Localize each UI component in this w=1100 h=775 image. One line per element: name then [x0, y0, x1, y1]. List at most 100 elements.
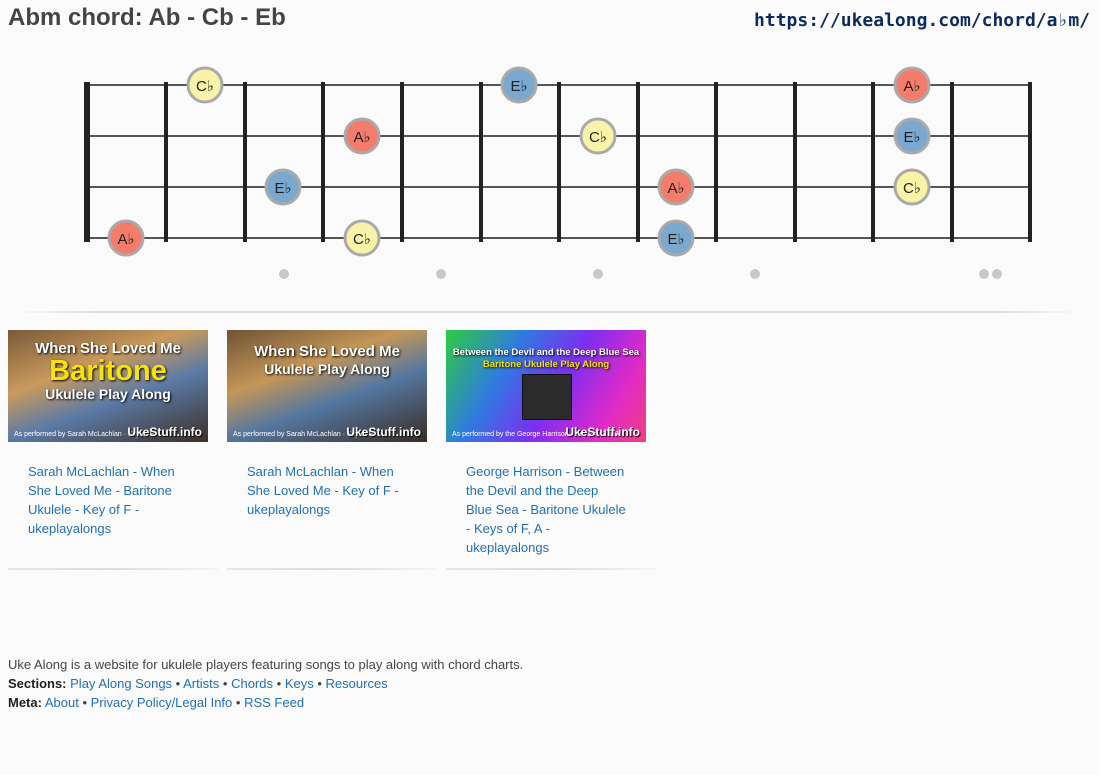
frets	[84, 82, 1032, 242]
fret-marker-dot	[979, 269, 989, 279]
footer-separator: •	[276, 676, 282, 691]
footer-meta: Meta: About • Privacy Policy/Legal Info …	[8, 693, 523, 712]
note-label: A♭	[117, 231, 134, 248]
fret-12	[1028, 82, 1032, 242]
fret-5	[479, 82, 483, 242]
note-marker	[186, 66, 224, 104]
site-footer: Uke Along is a website for ukulele playe…	[8, 655, 523, 712]
footer-link-privacy[interactable]: Privacy Policy/Legal Info	[90, 695, 233, 710]
fret-3	[321, 82, 325, 242]
note-label: E♭	[274, 180, 291, 197]
footer-separator: •	[222, 676, 228, 691]
footer-about: Uke Along is a website for ukulele playe…	[8, 657, 524, 672]
footer-link-about[interactable]: About	[44, 695, 79, 710]
note-eb: E♭	[657, 219, 695, 257]
thumbnail-subtitle: Ukulele Play Along	[264, 361, 390, 377]
footer-separator: •	[175, 676, 181, 691]
thumbnail-subtitle: Ukulele Play Along	[45, 386, 171, 402]
note-markers: C♭ E♭ A♭ A♭ C♭ E♭ E♭ A♭ C♭ A♭ C♭ E♭	[107, 66, 931, 257]
thumbnail-title-line: Between the Devil and the Deep Blue Sea	[452, 347, 640, 358]
video-thumbnail[interactable]: When She Loved Me Ukulele Play Along As …	[227, 330, 427, 442]
fret-marker-dot	[279, 269, 289, 279]
card-shadow	[227, 568, 437, 570]
thumbnail-brand: UkeStuff.info	[127, 425, 202, 439]
meta-label: Meta:	[8, 695, 42, 710]
note-eb: E♭	[893, 117, 931, 155]
fret-8	[714, 82, 718, 242]
fret-9	[793, 82, 797, 242]
note-label: C♭	[196, 78, 214, 95]
video-thumbnail[interactable]: When She Loved Me Baritone Ukulele Play …	[8, 330, 208, 442]
note-marker	[343, 219, 381, 257]
note-label: E♭	[667, 231, 684, 248]
fret-7	[636, 82, 640, 242]
card-shadow	[446, 568, 656, 570]
fret-marker-dot	[750, 269, 760, 279]
video-title-link[interactable]: Sarah McLachlan - When She Loved Me - Ke…	[247, 464, 399, 517]
footer-separator: •	[82, 695, 88, 710]
note-ab: A♭	[893, 66, 931, 104]
note-marker	[107, 219, 145, 257]
note-marker	[500, 66, 538, 104]
fret-6	[557, 82, 561, 242]
footer-link-artists[interactable]: Artists	[183, 676, 220, 691]
note-ab: A♭	[343, 117, 381, 155]
footer-link-chords[interactable]: Chords	[231, 676, 273, 691]
page-url-link[interactable]: https://ukealong.com/chord/a♭m/	[754, 10, 1090, 31]
thumbnail-credit: As performed by Sarah McLachlan · Key of…	[14, 431, 155, 438]
footer-link-rss[interactable]: RSS Feed	[244, 695, 305, 710]
thumbnail-title-line: When She Loved Me	[254, 343, 400, 360]
note-cb: C♭	[579, 117, 617, 155]
note-label: A♭	[353, 129, 370, 146]
footer-sections: Sections: Play Along Songs • Artists • C…	[8, 674, 523, 693]
note-marker	[893, 117, 931, 155]
note-marker	[657, 168, 695, 206]
fret-4	[400, 82, 404, 242]
fret-2	[243, 82, 247, 242]
video-card: When She Loved Me Ukulele Play Along As …	[227, 330, 437, 570]
note-ab: A♭	[107, 219, 145, 257]
footer-separator: •	[235, 695, 241, 710]
video-card: When She Loved Me Baritone Ukulele Play …	[8, 330, 218, 570]
footer-link-resources[interactable]: Resources	[325, 676, 388, 691]
note-marker	[893, 66, 931, 104]
video-thumbnail[interactable]: Between the Devil and the Deep Blue Sea …	[446, 330, 646, 442]
note-label: A♭	[667, 180, 684, 197]
thumbnail-title-line: When She Loved Me	[35, 340, 181, 357]
footer-link-play-along-songs[interactable]: Play Along Songs	[70, 676, 173, 691]
note-label: C♭	[353, 231, 371, 248]
video-title-link[interactable]: Sarah McLachlan - When She Loved Me - Ba…	[28, 464, 175, 536]
note-ab: A♭	[657, 168, 695, 206]
video-title-link[interactable]: George Harrison - Between the Devil and …	[466, 464, 626, 555]
thumbnail-photo	[522, 374, 572, 420]
note-label: C♭	[589, 129, 607, 146]
note-label: E♭	[510, 78, 527, 95]
fretboard-diagram: C♭ E♭ A♭ A♭ C♭ E♭ E♭ A♭ C♭ A♭ C♭ E♭	[84, 66, 1032, 279]
fret-marker-dot	[992, 269, 1002, 279]
thumbnail-subtitle: Baritone Ukulele Play Along	[482, 359, 610, 370]
sections-label: Sections:	[8, 676, 67, 691]
note-marker	[893, 168, 931, 206]
card-shadow	[8, 568, 218, 570]
thumbnail-brand: UkeStuff.info	[565, 425, 640, 439]
fret-1	[164, 82, 168, 242]
thumbnail-brand: UkeStuff.info	[346, 425, 421, 439]
thumbnail-credit: As performed by the George Harrison · Ke…	[452, 431, 619, 438]
fret-11	[950, 82, 954, 242]
note-eb: E♭	[264, 168, 302, 206]
note-cb: C♭	[186, 66, 224, 104]
fret-marker-dot	[436, 269, 446, 279]
note-cb: C♭	[343, 219, 381, 257]
footer-link-keys[interactable]: Keys	[284, 676, 314, 691]
fret-marker-dot	[593, 269, 603, 279]
footer-separator: •	[317, 676, 322, 691]
page-title: Abm chord: Ab - Cb - Eb	[8, 4, 286, 31]
note-eb: E♭	[500, 66, 538, 104]
thumbnail-credit: As performed by Sarah McLachlan · Key of…	[233, 431, 374, 438]
note-marker	[264, 168, 302, 206]
note-cb: C♭	[893, 168, 931, 206]
note-label: E♭	[903, 129, 920, 146]
note-marker	[657, 219, 695, 257]
fret-markers	[279, 269, 1002, 279]
note-label: A♭	[903, 78, 920, 95]
